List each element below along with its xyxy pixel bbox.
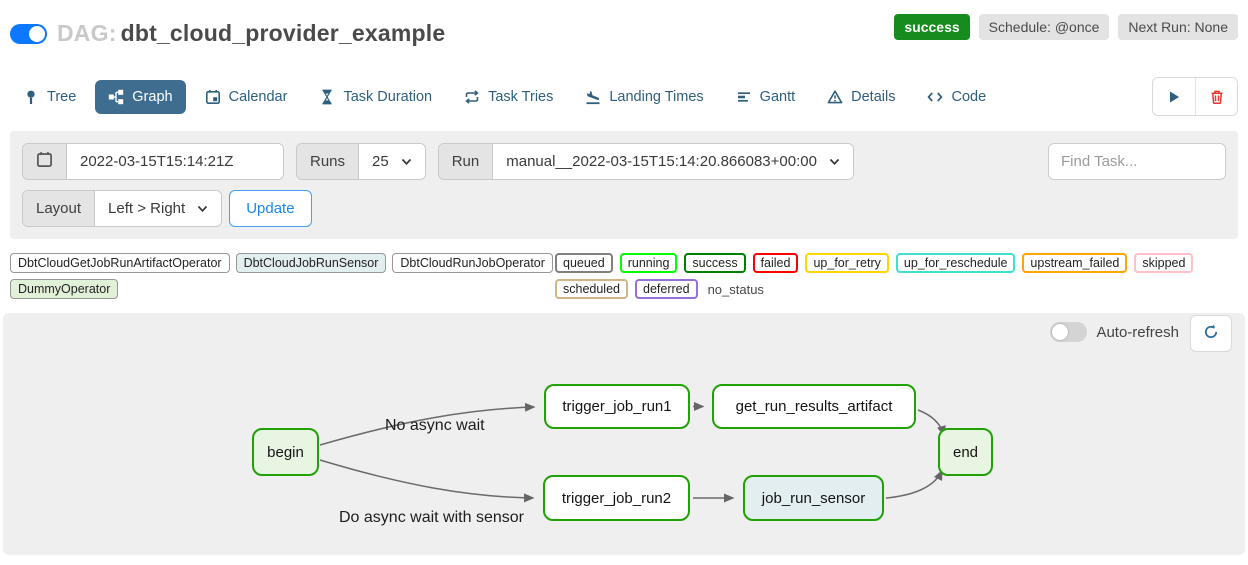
- state-badge[interactable]: queued: [555, 253, 613, 273]
- state-badge[interactable]: scheduled: [555, 279, 628, 299]
- dag-graph-panel: Auto-refresh begin trigger_job_run1 get_…: [3, 313, 1245, 555]
- status-badge: success: [894, 14, 970, 40]
- runs-value: 25: [372, 153, 389, 170]
- task-node-trigger-job-run1[interactable]: trigger_job_run1: [544, 384, 690, 429]
- view-tabbar: Tree Graph Calendar Task Duration Task T…: [0, 77, 1248, 116]
- toggle-knob: [29, 25, 45, 42]
- tab-task-duration[interactable]: Task Duration: [306, 80, 445, 114]
- filter-panel: Runs 25 Run manual__2022-03-15T15:14:20.…: [10, 131, 1238, 239]
- tab-label: Tree: [47, 88, 77, 105]
- base-date-group: [22, 143, 284, 180]
- layout-value: Left > Right: [108, 200, 186, 217]
- task-node-get-run-results-artifact[interactable]: get_run_results_artifact: [712, 384, 916, 429]
- state-badge[interactable]: upstream_failed: [1022, 253, 1128, 273]
- tab-tree[interactable]: Tree: [10, 80, 89, 114]
- tab-landing-times[interactable]: Landing Times: [572, 80, 716, 114]
- state-badge[interactable]: failed: [752, 253, 799, 273]
- chevron-down-icon: [829, 153, 840, 170]
- find-task-input[interactable]: [1048, 143, 1226, 180]
- tab-label: Calendar: [228, 88, 288, 105]
- refresh-icon: [1202, 323, 1220, 344]
- operator-legend: DbtCloudGetJobRunArtifactOperator DbtClo…: [10, 253, 555, 299]
- task-node-job-run-sensor[interactable]: job_run_sensor: [743, 475, 884, 521]
- state-legend: queued running success failed up_for_ret…: [555, 253, 1238, 299]
- auto-refresh-control: Auto-refresh: [1050, 322, 1179, 342]
- chevron-down-icon: [197, 200, 208, 217]
- repeat-icon: [464, 89, 480, 105]
- run-label: Run: [438, 144, 494, 179]
- state-badge[interactable]: deferred: [635, 279, 698, 299]
- edge-label-do-async-wait: Do async wait with sensor: [339, 509, 524, 526]
- tab-code[interactable]: Code: [914, 80, 999, 114]
- dag-header: DAG:dbt_cloud_provider_example success S…: [0, 0, 1248, 47]
- runs-label: Runs: [297, 144, 360, 179]
- tab-label: Graph: [132, 88, 173, 105]
- tab-label: Task Duration: [343, 88, 433, 105]
- task-node-trigger-job-run2[interactable]: trigger_job_run2: [543, 475, 690, 521]
- state-badge[interactable]: up_for_reschedule: [895, 253, 1016, 273]
- dag-name: dbt_cloud_provider_example: [120, 20, 446, 46]
- graph-icon: [108, 89, 124, 105]
- refresh-button[interactable]: [1190, 315, 1232, 352]
- layout-label: Layout: [23, 191, 96, 226]
- page-title: DAG:dbt_cloud_provider_example: [57, 20, 445, 47]
- state-badge[interactable]: up_for_retry: [805, 253, 889, 273]
- state-badge[interactable]: success: [684, 253, 746, 273]
- tab-details[interactable]: Details: [814, 80, 908, 114]
- tab-label: Code: [951, 88, 987, 105]
- tab-graph[interactable]: Graph: [95, 79, 186, 114]
- auto-refresh-label: Auto-refresh: [1096, 323, 1179, 341]
- runs-select[interactable]: 25: [359, 144, 425, 179]
- update-button[interactable]: Update: [229, 190, 312, 227]
- tab-calendar[interactable]: Calendar: [192, 80, 301, 114]
- edge-label-no-async-wait: No async wait: [385, 417, 485, 434]
- tab-label: Landing Times: [609, 88, 704, 105]
- layout-group: Layout Left > Right: [22, 190, 223, 227]
- calendar-addon: [23, 144, 67, 179]
- trigger-dag-button[interactable]: [1153, 78, 1195, 115]
- operator-badge: DummyOperator: [10, 279, 119, 299]
- delete-dag-button[interactable]: [1195, 78, 1237, 115]
- calendar-icon: [36, 151, 53, 172]
- gantt-icon: [736, 89, 752, 105]
- run-select-group: Run manual__2022-03-15T15:14:20.866083+0…: [437, 143, 854, 180]
- toggle-knob: [1052, 324, 1069, 340]
- tab-task-tries[interactable]: Task Tries: [451, 80, 566, 114]
- state-badge[interactable]: running: [619, 253, 678, 273]
- tab-gantt[interactable]: Gantt: [723, 80, 808, 114]
- num-runs-group: Runs 25: [296, 143, 426, 180]
- auto-refresh-toggle[interactable]: [1050, 322, 1088, 342]
- next-run-badge: Next Run: None: [1118, 14, 1238, 40]
- chevron-down-icon: [401, 153, 412, 170]
- operator-badge: DbtCloudJobRunSensor: [235, 253, 387, 273]
- tree-icon: [23, 89, 39, 105]
- tab-label: Task Tries: [488, 88, 554, 105]
- code-icon: [927, 89, 944, 105]
- dag-edges: [319, 402, 946, 503]
- legend: DbtCloudGetJobRunArtifactOperator DbtClo…: [10, 253, 1238, 299]
- task-node-end[interactable]: end: [938, 428, 993, 476]
- dag-prefix-label: DAG:: [57, 20, 117, 46]
- run-select[interactable]: manual__2022-03-15T15:14:20.866083+00:00: [493, 144, 853, 179]
- tab-label: Details: [851, 88, 896, 105]
- dag-pause-toggle[interactable]: [10, 23, 47, 44]
- schedule-badge[interactable]: Schedule: @once: [978, 14, 1110, 40]
- calendar-icon: [205, 89, 221, 105]
- run-value: manual__2022-03-15T15:14:20.866083+00:00: [506, 153, 817, 170]
- base-date-input[interactable]: [80, 153, 270, 170]
- hourglass-icon: [319, 89, 335, 105]
- state-label-no-status: no_status: [707, 281, 764, 297]
- layout-select[interactable]: Left > Right: [95, 191, 222, 226]
- state-badge[interactable]: skipped: [1134, 253, 1194, 273]
- task-node-begin[interactable]: begin: [252, 428, 319, 476]
- dag-actions: [1152, 77, 1238, 116]
- plane-landing-icon: [585, 89, 601, 105]
- operator-badge: DbtCloudRunJobOperator: [392, 253, 553, 273]
- tab-label: Gantt: [759, 88, 796, 105]
- operator-badge: DbtCloudGetJobRunArtifactOperator: [10, 253, 230, 273]
- warning-triangle-icon: [827, 89, 843, 105]
